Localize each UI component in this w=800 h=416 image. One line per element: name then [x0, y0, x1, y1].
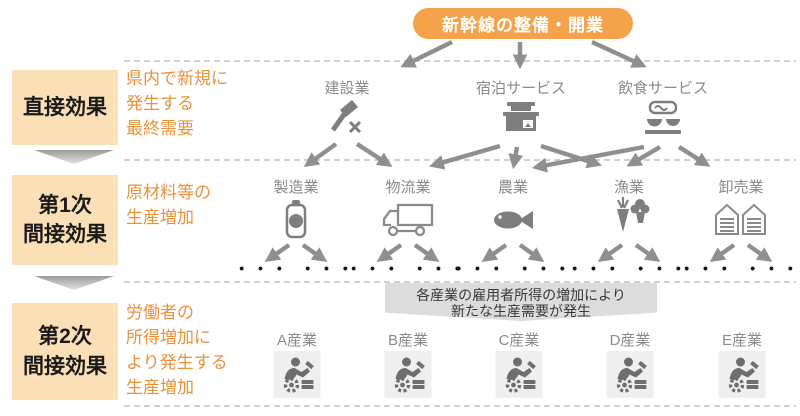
tier2-label-manufacturing: 製造業 [273, 179, 319, 196]
stage-desc-first-indirect: 原材料等の 生産増加 [126, 183, 211, 227]
stage-chevron-down-icon [34, 276, 114, 290]
worker-icon [606, 351, 654, 398]
tier1-label-lodging: 宿泊サービス [475, 80, 567, 97]
stage-box-direct-effect: 直接効果 [12, 70, 118, 145]
ellipsis-dots: • • • [750, 260, 798, 276]
flow-arrows [264, 40, 773, 263]
restaurant-icon [640, 99, 686, 139]
truck-icon [379, 200, 437, 240]
callout-note: 各産業の雇用者所得の増加により 新たな生産需要が発生 [385, 283, 657, 321]
tier3-label-industry-b: B産業 [387, 332, 429, 349]
stage-box-first-indirect-effect: 第1次 間接効果 [12, 175, 118, 265]
vegetables-icon [607, 196, 651, 242]
stage-desc-direct: 県内で新規に 発生する 最終需要 [126, 69, 228, 138]
hotel-icon [498, 101, 544, 135]
ellipsis-dots: • • • [351, 260, 399, 276]
fish-icon [489, 204, 537, 236]
ellipsis-dots: • • • [522, 260, 570, 276]
tier2-label-fishery: 漁業 [613, 179, 645, 196]
stage-chevron-down-icon [34, 150, 114, 164]
warehouse-icon [713, 202, 769, 236]
tier3-label-industry-e: E産業 [721, 332, 763, 349]
tier1-label-construction: 建設業 [324, 80, 370, 97]
ellipsis-dots: • • • [456, 260, 504, 276]
dashed-separator-lines [124, 60, 796, 407]
ellipsis-dots: • • • [638, 260, 686, 276]
worker-icon [495, 351, 543, 398]
stage-box-second-indirect-effect: 第2次 間接効果 [12, 303, 118, 400]
tier3-label-industry-a: A産業 [276, 332, 318, 349]
ellipsis-dots: • • • [305, 260, 353, 276]
ellipsis-dots: • • • [239, 260, 287, 276]
construction-icon [324, 97, 370, 143]
worker-icon [384, 351, 432, 398]
stage-desc-second-indirect: 労働者の 所得増加に より発生する 生産増加 [126, 303, 228, 397]
can-icon [276, 198, 316, 242]
tier2-label-agriculture: 農業 [497, 179, 529, 196]
tier3-label-industry-c: C産業 [498, 332, 540, 349]
tier2-label-logistics: 物流業 [385, 179, 431, 196]
worker-icon [273, 351, 321, 398]
tier1-label-food-service: 飲食サービス [617, 80, 709, 97]
tier3-label-industry-d: D産業 [609, 332, 651, 349]
root-node: 新幹線の整備・開業 [413, 8, 633, 39]
ellipsis-dots: • • • [572, 260, 620, 276]
worker-icon [718, 351, 766, 398]
ellipsis-dots: • • • [684, 260, 732, 276]
ellipsis-dots: • • • [417, 260, 465, 276]
tier2-label-wholesale: 卸売業 [718, 179, 764, 196]
